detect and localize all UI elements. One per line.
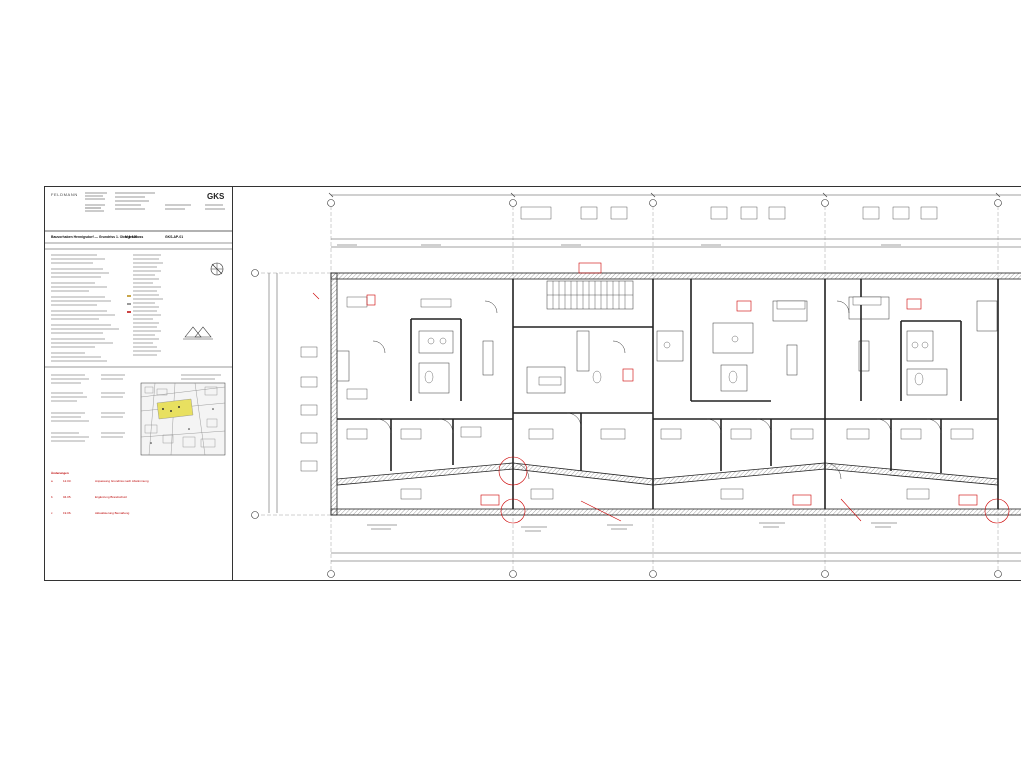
revision-text: Anpassung Grundriss nach Abstimmung <box>95 479 149 483</box>
grid-axes <box>255 206 1021 571</box>
site-map <box>140 382 226 456</box>
stamp-icon <box>183 326 213 340</box>
sanitary-fixtures <box>424 335 929 386</box>
fire-protection-marks <box>312 262 1010 524</box>
revision-index: a <box>51 479 53 483</box>
room-labels <box>300 206 974 500</box>
furniture <box>336 280 998 480</box>
revision-index: b <box>51 495 53 499</box>
title-block: FELDMANN GKS <box>45 187 233 580</box>
revision-index: c <box>51 511 53 515</box>
plan-number: GKS-AP-01 <box>165 235 184 239</box>
drawing-sheet: FELDMANN GKS <box>44 186 1021 581</box>
revision-text: Aktualisierung Bemaßung <box>95 511 130 515</box>
dimension-lines <box>268 192 1021 562</box>
revision-text: Ergänzung Brandschutz <box>95 495 128 499</box>
revision-date: 04.05. <box>63 495 72 499</box>
floor-plan <box>251 192 1021 578</box>
revision-date: 12.03. <box>63 479 72 483</box>
revisions-header: Änderungen <box>51 471 69 475</box>
architect-logo: FELDMANN <box>51 192 78 197</box>
firm-logo: GKS <box>207 192 225 201</box>
title-block-graphics <box>45 192 233 456</box>
drawing-scale: M 1:100 <box>125 235 138 239</box>
revision-date: 19.06. <box>63 511 72 515</box>
grid-bubbles <box>251 199 1002 578</box>
drawing-title: Bauvorhaben Hennigsdorf — Grundriss 1. O… <box>51 235 144 239</box>
interior-walls <box>337 279 999 509</box>
annotations <box>337 244 901 532</box>
north-arrow-icon <box>210 262 224 276</box>
